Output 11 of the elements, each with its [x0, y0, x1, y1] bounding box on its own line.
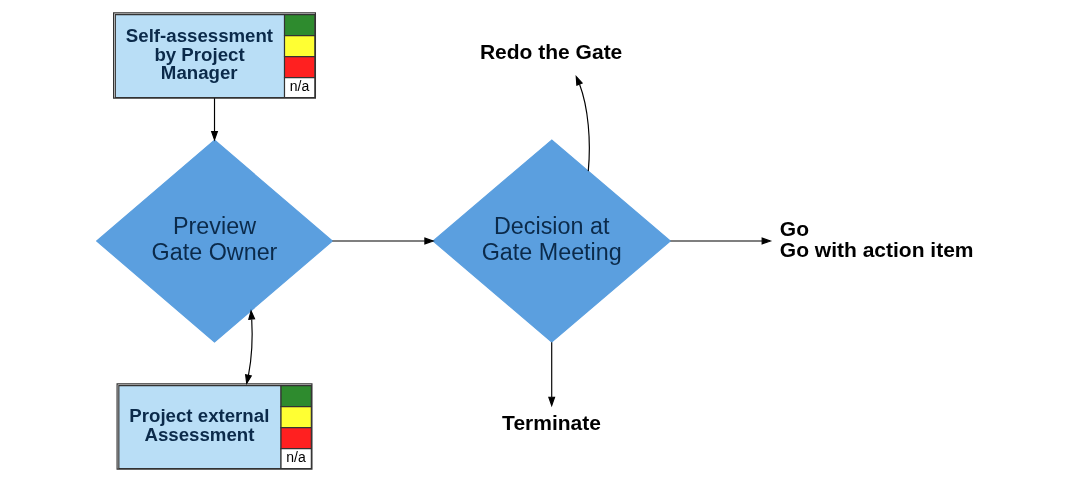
arrow	[547, 341, 555, 408]
arrow	[331, 237, 435, 245]
node-text: Go Go with action item	[779, 216, 973, 261]
node-text: Redo the Gate	[479, 40, 622, 64]
arrow	[669, 237, 772, 245]
node-diamond: Decision at Gate Meeting	[431, 139, 671, 343]
arrow	[244, 309, 255, 386]
arrow	[210, 97, 218, 142]
arrow	[575, 74, 590, 172]
node-text: Terminate	[501, 411, 601, 435]
node-diamond: Preview Gate Owner	[95, 139, 333, 343]
